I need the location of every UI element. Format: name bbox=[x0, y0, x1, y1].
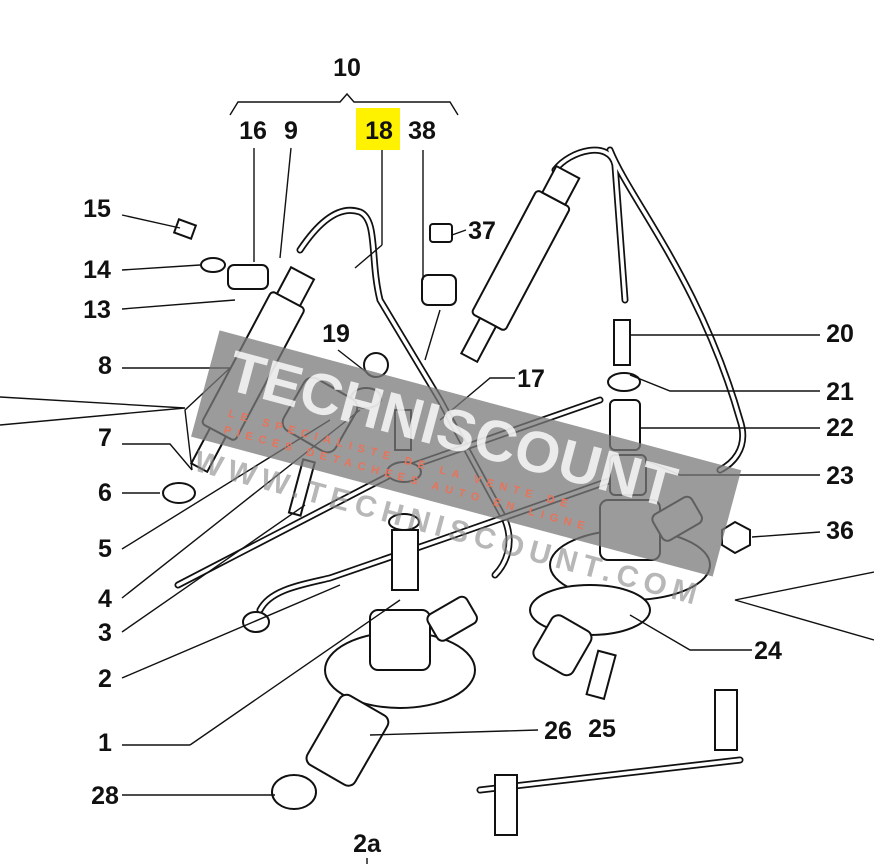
label-16: 16 bbox=[239, 117, 267, 145]
label-17: 17 bbox=[517, 365, 545, 393]
injector-right bbox=[459, 164, 581, 364]
label-20: 20 bbox=[826, 320, 854, 348]
label-5: 5 bbox=[98, 535, 112, 563]
engine-outline-left bbox=[0, 396, 186, 426]
label-26: 26 bbox=[544, 717, 572, 745]
label-21: 21 bbox=[826, 378, 854, 406]
highlight-box bbox=[356, 108, 400, 150]
label-6: 6 bbox=[98, 479, 112, 507]
label-1: 1 bbox=[98, 729, 112, 757]
label-3: 3 bbox=[98, 619, 112, 647]
label-13: 13 bbox=[83, 296, 111, 324]
label-22: 22 bbox=[826, 414, 854, 442]
group-bracket bbox=[229, 92, 459, 116]
leader-lines bbox=[121, 147, 821, 864]
watermark: TECHNISCOUNT LE SPECIALISTE DE LA VENTE … bbox=[191, 330, 742, 613]
label-2: 2 bbox=[98, 665, 112, 693]
label-2a: 2a bbox=[353, 830, 382, 858]
label-8: 8 bbox=[98, 352, 112, 380]
injection-pump-front bbox=[305, 595, 478, 787]
label-4: 4 bbox=[98, 585, 112, 613]
label-24: 24 bbox=[754, 637, 782, 665]
label-37: 37 bbox=[468, 217, 496, 245]
engine-outline-right bbox=[734, 571, 874, 641]
label-19: 19 bbox=[322, 320, 350, 348]
label-10: 10 bbox=[333, 54, 361, 82]
label-36: 36 bbox=[826, 517, 854, 545]
label-25: 25 bbox=[588, 715, 616, 743]
label-7: 7 bbox=[98, 424, 112, 452]
label-38: 38 bbox=[408, 117, 436, 145]
label-28: 28 bbox=[91, 782, 119, 810]
label-15: 15 bbox=[83, 195, 111, 223]
callout-labels: 10 16 9 18 38 15 14 13 8 7 6 5 4 3 2 1 2… bbox=[83, 54, 854, 858]
label-14: 14 bbox=[83, 256, 111, 284]
watermark-band bbox=[191, 330, 742, 577]
label-9: 9 bbox=[284, 117, 298, 145]
label-18: 18 bbox=[365, 117, 393, 145]
label-23: 23 bbox=[826, 462, 854, 490]
